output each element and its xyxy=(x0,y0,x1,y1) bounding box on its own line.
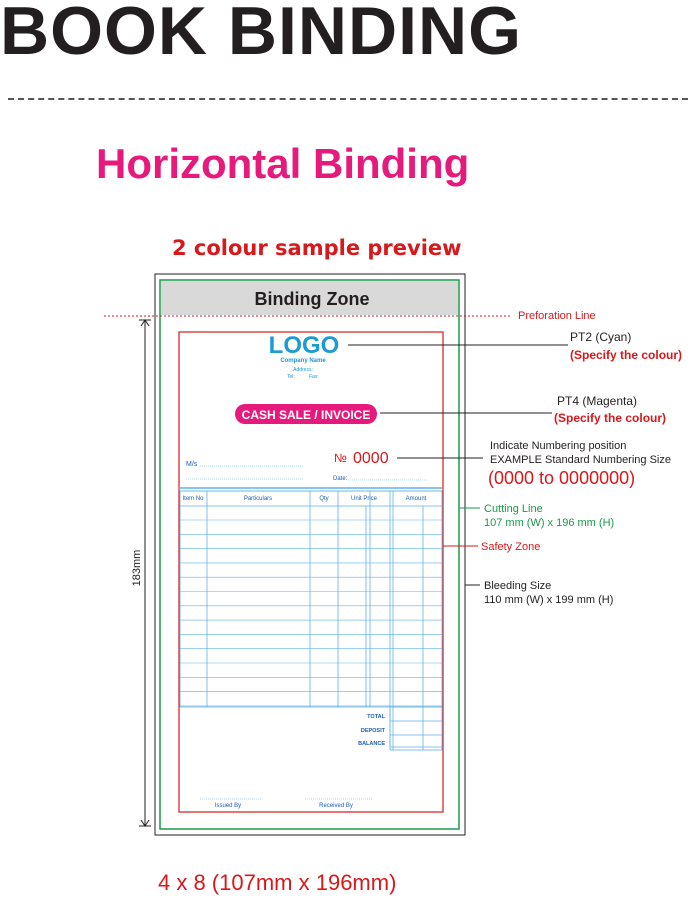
invoice-badge xyxy=(235,404,377,424)
page-title: BOOK BINDING xyxy=(0,0,522,69)
bleeding-title: Bleeding Size xyxy=(484,580,551,592)
received-by-label: Received By xyxy=(319,803,353,809)
safety-title: Safety Zone xyxy=(481,541,540,553)
numbering-line2: EXAMPLE Standard Numbering Size xyxy=(490,454,671,466)
pt4-title: PT4 (Magenta) xyxy=(557,394,637,408)
numbering-range: (0000 to 0000000) xyxy=(488,468,635,488)
deposit-label: DEPOSIT xyxy=(361,728,386,734)
invoice-badge-label: CASH SALE / INVOICE xyxy=(242,408,371,422)
table-rows xyxy=(180,519,442,707)
pt2-note: (Specify the colour) xyxy=(570,348,682,362)
col-header-item-no: Item No xyxy=(182,496,204,502)
cutting-title: Cutting Line xyxy=(484,503,543,515)
cutting-size: 107 mm (W) x 196 mm (H) xyxy=(484,517,614,529)
safety-zone-box xyxy=(178,331,444,813)
perforation-label: Preforation Line xyxy=(518,310,596,322)
col-header-amount: Amount xyxy=(406,496,427,502)
binding-zone-label: Binding Zone xyxy=(255,289,370,309)
height-arrow-top xyxy=(140,319,150,327)
issued-by-label: Issued By xyxy=(215,803,241,809)
divider-dashed xyxy=(8,98,688,100)
preview-label: 2 colour sample preview xyxy=(172,236,462,260)
fax-label: Fax: xyxy=(309,374,319,380)
address-label: Address: xyxy=(293,367,313,373)
number-sign: № xyxy=(334,451,347,465)
items-table xyxy=(179,487,443,750)
ms-label: M/s xyxy=(186,461,198,468)
cutting-line-box xyxy=(159,279,460,830)
pt4-note: (Specify the colour) xyxy=(554,411,666,425)
col-header-particulars: Particulars xyxy=(244,496,272,502)
invoice-number: 0000 xyxy=(353,450,389,467)
height-dimension-label: 183mm xyxy=(131,550,143,587)
subtitle: Horizontal Binding xyxy=(96,140,470,187)
company-name: Company Name xyxy=(280,358,326,364)
binding-zone-box xyxy=(161,281,458,315)
total-label: TOTAL xyxy=(367,714,385,720)
tel-label: Tel: xyxy=(287,374,295,380)
date-label: Date: xyxy=(333,476,348,482)
bleeding-size: 110 mm (W) x 199 mm (H) xyxy=(484,594,613,606)
col-header-unit-price: Unit Price xyxy=(351,496,378,502)
numbering-line1: Indicate Numbering position xyxy=(490,440,626,452)
totals-box xyxy=(389,706,443,751)
logo-text: LOGO xyxy=(269,332,340,359)
balance-label: BALANCE xyxy=(358,741,385,747)
bleeding-box xyxy=(154,273,466,836)
height-arrow-bottom xyxy=(140,819,150,827)
col-header-qty: Qty xyxy=(319,496,328,502)
pt2-title: PT2 (Cyan) xyxy=(570,330,631,344)
size-label: 4 x 8 (107mm x 196mm) xyxy=(158,870,397,895)
